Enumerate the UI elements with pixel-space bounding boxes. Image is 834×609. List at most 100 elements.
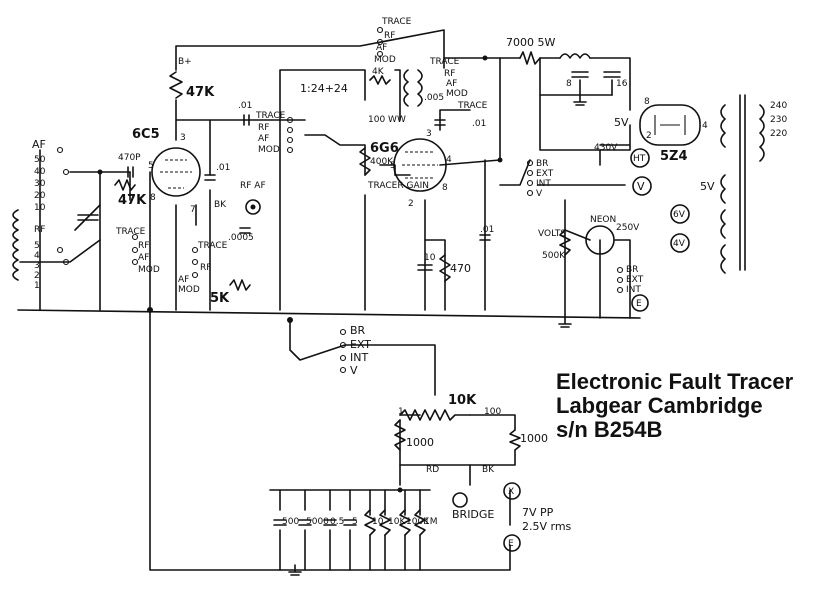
label-cap-8: 8 [566,79,572,89]
capacitor-470p [127,166,134,178]
label-cap-10: 10 [424,253,436,263]
resistor-470 [439,254,451,282]
label-bk: BK [214,200,227,210]
label-sw-int-c: INT [350,351,368,364]
label-af-range-2: 40 [34,167,46,177]
label-rf-range-5: 1 [34,281,40,291]
resistor-1000-right [509,429,521,451]
label-sw-rf-c: RF [200,263,211,273]
label-cap-p005: .005 [424,93,444,103]
pot-400k [359,147,371,176]
label-r470: 470 [450,262,471,275]
label-sw-mod-c: MOD [178,285,200,295]
label-r4k: 4K [372,67,385,77]
mains-transformer-primary [759,104,765,162]
tube-5z4-envelope [639,104,701,146]
label-sw-mod-a: MOD [258,145,280,155]
label-cap-01-c: .01 [472,119,486,129]
label-mains-240: 240 [770,101,787,111]
label-std-10k: 10K [388,517,406,527]
pin-4c: 4 [702,121,708,131]
label-one: 1 [398,407,404,417]
capacitor-10 [417,264,433,271]
resistor-7000 [519,51,541,65]
label-sw-af-rf: AF [446,79,457,89]
terminal-e-right-label: E [636,299,642,309]
label-pot-400k: 400K [370,157,394,167]
label-af-range-5: 10 [34,203,46,213]
label-sw-af-b: AF [138,253,149,263]
label-sw-rf-top: RF [384,31,395,41]
label-sw-br-a: BR [536,159,548,169]
label-250v: 250V [616,223,640,233]
label-tube-6g6: 6G6 [370,141,399,156]
label-sw-trace-c: TRACE [197,241,228,251]
label-pot-5k: 5K [210,291,230,306]
label-af-range-1: 50 [34,155,46,165]
label-cap-01-a: .01 [238,101,252,111]
pin-7a: 7 [190,205,196,215]
label-sw-rf-rf: RF [444,69,455,79]
pin-4b: 4 [446,155,452,165]
title-line-1: Electronic Fault Tracer [556,369,794,394]
capacitor-0005 [239,227,251,234]
title-line-3: s/n B254B [556,417,662,442]
label-std-10: 10 [372,517,384,527]
label-r100ww: 100 WW [368,115,406,125]
label-sw-v-a: V [536,189,543,199]
label-5v-b: 5V [700,180,715,193]
label-sw-v-c: V [350,364,358,377]
capacitor-01-left [204,174,216,181]
label-af-range-4: 20 [34,191,46,201]
label-b-plus: B+ [178,57,192,67]
terminal-x [503,482,521,500]
pin-5a: 5 [148,161,154,171]
label-mains-220: 220 [770,129,787,139]
label-sw-rf-a: RF [258,123,269,133]
label-r7000: 7000 5W [506,36,555,49]
label-sw-int-b: INT [626,285,641,295]
label-volts: VOLTS [538,229,566,239]
terminal-ht [630,148,650,168]
label-ratio: 1:24+24 [300,82,348,95]
ground-symbols [288,94,587,576]
capacitor-005 [434,119,446,126]
pin-8c: 8 [644,97,650,107]
resistor-4k [369,75,391,85]
label-tracer-gain: TRACER GAIN [367,181,429,191]
label-cap-16: 16 [616,79,628,89]
label-bk2: BK [482,465,495,475]
bridge-indicator [452,492,468,508]
label-af-range-3: 30 [34,179,46,189]
label-sw-af-top: AF [376,43,387,53]
pin-2c: 2 [646,131,652,141]
terminal-e-right [631,294,649,312]
label-af: AF [32,138,46,151]
terminal-v-label: V [637,180,645,193]
terminal-4v [670,233,690,253]
terminals: HT V 6V 4V E X E [245,148,690,552]
label-neon: NEON [590,215,616,225]
main-wiring [17,29,641,571]
resistor-47k-grid [114,179,136,191]
choke [559,53,591,59]
label-rf-range-1: 5 [34,241,40,251]
label-vpp: 7V PP [522,506,554,519]
label-sw-trace-a: TRACE [255,111,286,121]
terminal-6v [670,204,690,224]
pin-8b: 8 [442,183,448,193]
terminal-e-bottom-label: E [508,539,514,549]
title-block: Electronic Fault Tracer Labgear Cambridg… [556,369,794,442]
component-labels: AF 50 40 30 20 10 RF 5 4 3 2 1 B+ 47K 47… [32,17,787,533]
label-rf: RF [34,225,45,235]
label-sw-af-a: AF [258,134,269,144]
switch-contacts [56,26,624,493]
label-cap-0005: .0005 [228,233,254,243]
pin-5b: 5 [390,161,396,171]
title-line-2: Labgear Cambridge [556,393,763,418]
label-r1000-right: 1000 [520,432,548,445]
transformer-secondary-hv [720,104,726,148]
label-sw-ext-b: EXT [626,275,644,285]
label-r500k: 500K [542,251,566,261]
label-cap-01-d: .01 [480,225,494,235]
